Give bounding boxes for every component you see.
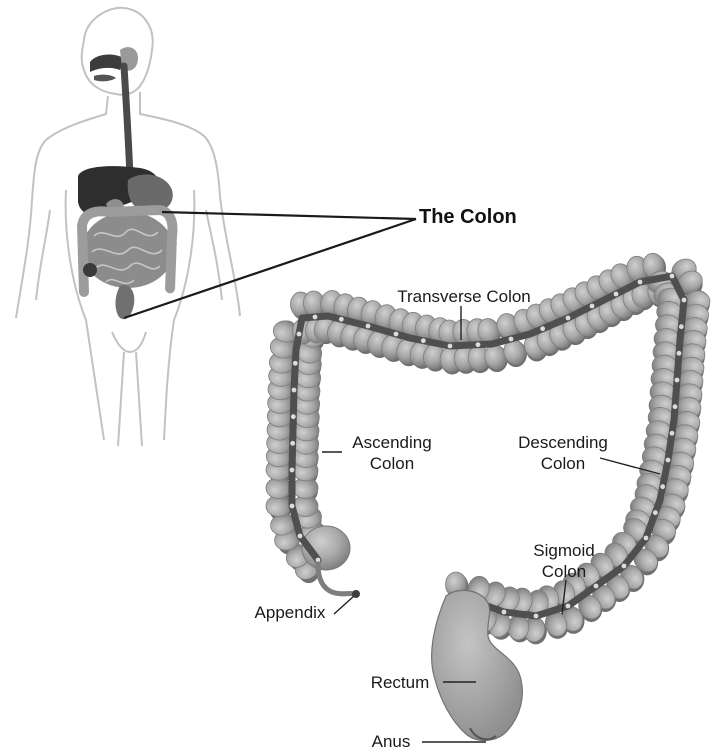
band-node <box>679 324 684 329</box>
band-node <box>566 316 571 321</box>
head-outline <box>82 8 153 95</box>
band-node <box>448 344 453 349</box>
band-node <box>660 484 665 489</box>
band-node <box>421 338 426 343</box>
band-node <box>292 388 297 393</box>
label-anus-text: Anus <box>360 731 422 752</box>
band-node <box>290 441 295 446</box>
label-sigmoid-colon: Sigmoid Colon <box>516 540 612 582</box>
band-node <box>502 610 507 615</box>
band-node <box>298 534 303 539</box>
band-node <box>670 431 675 436</box>
label-appendix-text: Appendix <box>244 602 336 623</box>
band-node <box>682 298 687 303</box>
label-transverse-text: Transverse Colon <box>380 286 548 307</box>
band-node <box>290 468 295 473</box>
band-node <box>476 342 481 347</box>
leader-upper <box>162 212 416 219</box>
band-node <box>622 564 627 569</box>
body-organs <box>78 47 174 319</box>
esophagus <box>124 66 130 176</box>
band-node <box>313 315 318 320</box>
band-node <box>590 304 595 309</box>
band-node <box>534 614 539 619</box>
label-rectum: Rectum <box>360 672 440 693</box>
nasal-cavity <box>90 55 124 72</box>
label-descending-colon: Descending Colon <box>508 432 618 474</box>
band-node <box>666 458 671 463</box>
label-transverse-colon: Transverse Colon <box>380 286 548 307</box>
label-rectum-text: Rectum <box>360 672 440 693</box>
band-node <box>566 604 571 609</box>
band-node <box>638 280 643 285</box>
band-node <box>673 404 678 409</box>
band-node <box>297 332 302 337</box>
left-arm-inner <box>36 210 50 300</box>
band-node <box>644 536 649 541</box>
band-node <box>394 332 399 337</box>
left-inner-leg <box>118 352 124 446</box>
label-ascending-line1: Ascending <box>340 432 444 453</box>
label-anus: Anus <box>360 731 422 752</box>
band-node <box>291 414 296 419</box>
label-ascending-colon: Ascending Colon <box>340 432 444 474</box>
label-appendix: Appendix <box>244 602 336 623</box>
mouth <box>94 75 116 82</box>
band-node <box>670 274 675 279</box>
band-node <box>509 337 514 342</box>
leader-appendix <box>334 596 354 614</box>
band-node <box>290 504 295 509</box>
band-node <box>540 326 545 331</box>
band-node <box>366 324 371 329</box>
label-ascending-line2: Colon <box>340 453 444 474</box>
label-descending-line1: Descending <box>508 432 618 453</box>
band-node <box>675 378 680 383</box>
label-descending-line2: Colon <box>508 453 618 474</box>
band-node <box>293 361 298 366</box>
haustra-segment <box>266 478 291 499</box>
label-sigmoid-line2: Colon <box>516 561 612 582</box>
band-node <box>614 292 619 297</box>
band-node <box>653 510 658 515</box>
torso-cecum <box>83 263 97 277</box>
crotch-outline <box>112 332 146 352</box>
diagram-title: The Colon <box>419 207 517 228</box>
torso-rectum <box>116 285 135 319</box>
label-sigmoid-line1: Sigmoid <box>516 540 612 561</box>
right-inner-leg <box>136 352 142 446</box>
band-node <box>339 317 344 322</box>
band-node <box>594 584 599 589</box>
band-node <box>677 351 682 356</box>
